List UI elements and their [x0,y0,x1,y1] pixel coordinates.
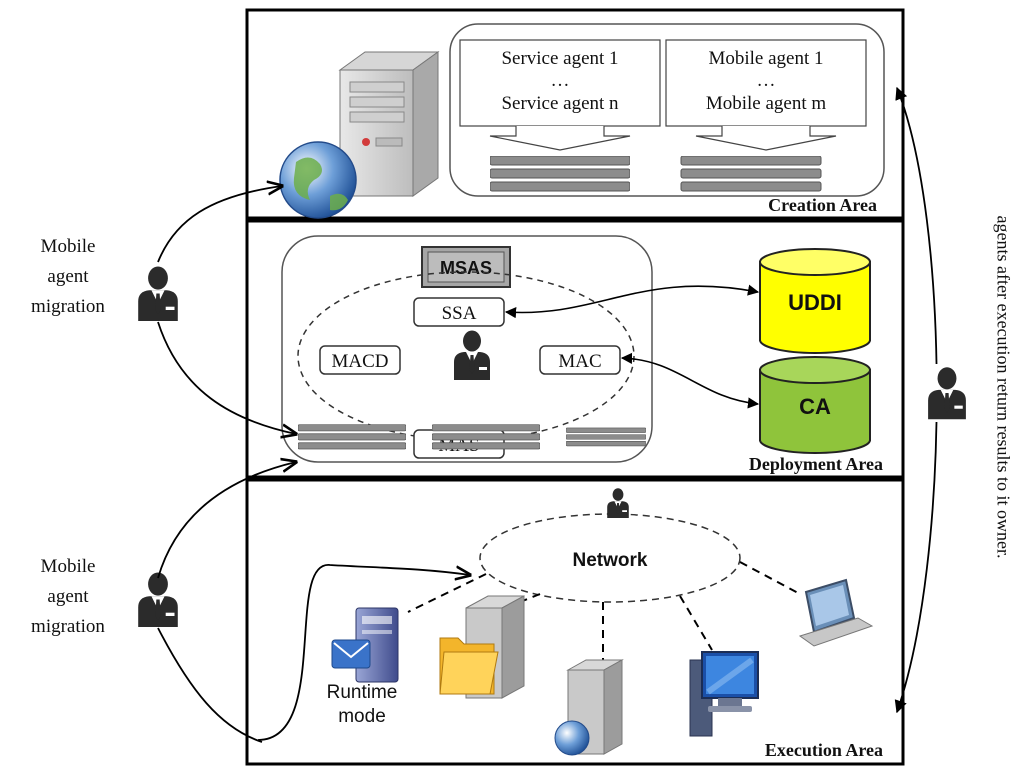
runtime-label-line1: Runtime [327,682,398,703]
top-migration-agent-icon [138,266,178,321]
mobile-agents-arrow [695,126,837,151]
top-migration-label-line1: Mobile [41,236,96,257]
mac-ca-link [620,352,760,409]
mobile-storage-platters [680,156,822,192]
uddi-label: UDDI [788,290,842,315]
mac-label: MAC [558,351,601,372]
mobile-agent-ellipsis: … [757,70,776,91]
bottom-migration-path [157,627,263,743]
service-storage-platters [490,156,630,192]
mobile-agent-last: Mobile agent m [706,93,827,114]
service-agents-box [459,39,661,127]
deployment-platters-2 [432,424,540,450]
msas-box [421,246,511,288]
macd-label: MACD [331,351,388,372]
uddi-database-icon [759,248,871,354]
mobile-agents-box [665,39,867,127]
msas-label: MSAS [440,258,492,278]
laptop-icon [798,578,874,647]
bottom-migration-label-line3: migration [31,616,105,637]
network-agent-icon [607,488,629,518]
creation-area-label: Creation Area [768,195,877,215]
migration-to-deployment-arrow [157,321,296,434]
runtime-migration-arrow [257,564,470,741]
service-agent-ellipsis: … [551,70,570,91]
mac-node [539,345,621,375]
bottom-migration-label-line1: Mobile [41,556,96,577]
service-agents-arrow [489,126,631,151]
service-agent-last: Service agent n [501,93,619,114]
execution-to-deployment-arrow [157,462,296,579]
deployment-platters-3 [566,427,646,447]
top-migration-label-line3: migration [31,296,105,317]
deployment-platters-1 [298,424,406,450]
mobile-agent-first: Mobile agent 1 [708,48,823,69]
deployment-area-label: Deployment Area [749,454,883,474]
desktop-computer-icon [689,651,759,737]
top-migration-label-line2: agent [47,266,89,287]
file-server-icon [439,595,525,699]
macd-node [319,345,401,375]
bottom-migration-agent-icon [138,572,178,627]
execution-area-label: Execution Area [765,740,883,760]
network-label: Network [573,550,648,571]
service-agent-first: Service agent 1 [501,48,618,69]
ca-label: CA [799,394,831,419]
bottom-migration-label-line2: agent [47,586,89,607]
ssa-node [413,297,505,327]
runtime-label-line2: mode [338,706,386,727]
migration-to-creation-arrow [157,186,282,263]
mail-server-icon [331,607,399,683]
ca-database-icon [759,356,871,454]
globe-icon [279,141,357,219]
ssa-uddi-link [504,284,760,319]
ssa-label: SSA [442,303,477,324]
web-server-icon [554,659,624,756]
return-results-label: agents after execution return results to… [993,215,1014,559]
